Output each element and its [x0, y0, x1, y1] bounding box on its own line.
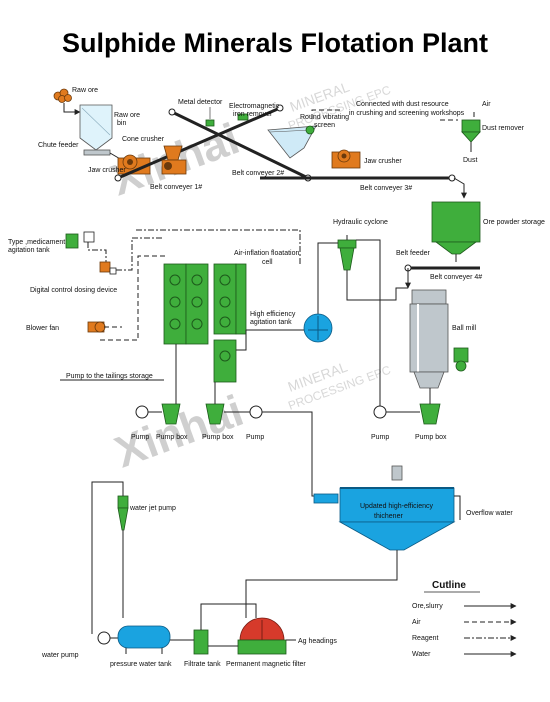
- water-jet-pump: [117, 495, 129, 531]
- watermark-brand-bottom: Xinhai: [109, 386, 250, 477]
- pump-box-3: [419, 403, 441, 425]
- legend-item-ore-slurry: Ore,slurry: [412, 603, 443, 610]
- dust-remover-label: Dust remover: [482, 125, 525, 132]
- high-efficiency-thickener: [313, 465, 456, 551]
- pump-box-1: [161, 403, 181, 425]
- filtrate-tank: [193, 622, 209, 655]
- legend: Cutline Ore,slurry Air Reagent Water: [412, 580, 517, 658]
- agitation-tank-label-1: Type ,medicament: [8, 239, 65, 246]
- diagram-title: Sulphide Minerals Flotation Plant: [62, 28, 488, 58]
- pump-2-label: Pump: [246, 434, 264, 441]
- chute-feeder-label: Chute feeder: [38, 142, 79, 149]
- flotation-cells-a: [163, 263, 209, 345]
- air-label: Air: [482, 101, 491, 108]
- iron-remover-label-2: iron remover: [233, 111, 273, 118]
- dosing-device: [99, 261, 117, 275]
- high-efficiency-agitation-tank: [303, 313, 333, 343]
- filtrate-tank-label: Filtrate tank: [184, 661, 221, 668]
- belt-conveyor-3: [260, 174, 456, 182]
- belt-conveyor-3-label: Belt conveyer 3#: [360, 185, 412, 192]
- belt-conveyor-2-label: Belt conveyer 2#: [232, 170, 284, 177]
- dust-remover: [461, 119, 481, 143]
- jaw-crusher-2-label: Jaw crusher: [364, 158, 402, 165]
- agitation-tank-label-2: agitation tank: [8, 247, 50, 254]
- blower-fan-label: Blower fan: [26, 325, 59, 332]
- pressure-water-tank-label: pressure water tank: [110, 661, 172, 668]
- dust-label: Dust: [463, 157, 477, 164]
- pump-1: [135, 405, 149, 419]
- pump-box-2: [205, 403, 225, 425]
- medicament-agitation-tank: [65, 231, 95, 249]
- dosing-device-label: Digital control dosing device: [30, 287, 117, 294]
- pressure-water-tank: [117, 625, 171, 654]
- high-eff-tank-label-1: High efficiency: [250, 311, 296, 318]
- legend-item-reagent: Reagent: [412, 635, 439, 642]
- metal-detector: [205, 119, 215, 127]
- raw-ore-label: Raw ore: [72, 87, 98, 94]
- ball-mill-label: Ball mill: [452, 325, 477, 332]
- dust-note-label-2: in crushing and screening workshops: [349, 110, 465, 117]
- high-eff-tank-label-2: agitation tank: [250, 319, 292, 326]
- legend-item-air: Air: [412, 619, 421, 626]
- belt-conveyor-1-label: Belt conveyer 1#: [150, 184, 202, 191]
- blower-fan: [87, 321, 106, 333]
- raw-ore-bin: [79, 104, 113, 151]
- jaw-crusher-2: [331, 149, 361, 169]
- legend-item-water: Water: [412, 651, 431, 658]
- round-vibrating-screen: [267, 125, 317, 159]
- tailings-pump-label: Pump to the tailings storage: [66, 373, 153, 380]
- pump-box-3-label: Pump box: [415, 434, 447, 441]
- ore-powder-storage-label: Ore powder storage: [483, 219, 545, 226]
- water-pump: [97, 631, 111, 645]
- ag-headings-label: Ag headings: [298, 638, 337, 645]
- cone-crusher: [161, 145, 187, 175]
- round-screen-label-1: Round vibrating: [300, 114, 349, 121]
- ore-powder-storage: [431, 201, 481, 255]
- pump-box-1-label: Pump box: [156, 434, 188, 441]
- iron-remover-label-1: Electromagnetic: [229, 103, 280, 110]
- hydraulic-cyclone: [337, 239, 357, 271]
- belt-conveyor-1: [114, 104, 284, 182]
- raw-ore-bin-label-1: Raw ore: [114, 112, 140, 119]
- magnetic-filter-label: Permanent magnetic filter: [226, 661, 306, 668]
- jaw-crusher-1-label: Jaw crusher: [88, 167, 126, 174]
- flotation-cell-label-1: Air-inflation floatation: [234, 250, 299, 257]
- raw-ore-bin-label-2: bin: [117, 120, 126, 127]
- flotation-cells-b: [213, 263, 247, 383]
- jaw-crusher-1: [117, 154, 151, 175]
- iron-remover: [237, 113, 249, 121]
- ball-mill: [409, 289, 469, 389]
- belt-conveyor-4: [404, 264, 480, 272]
- raw-ore-icon: [53, 88, 72, 103]
- cone-crusher-label: Cone crusher: [122, 136, 165, 143]
- pump-box-2-label: Pump box: [202, 434, 234, 441]
- permanent-magnetic-filter: [237, 617, 287, 655]
- pump-2: [249, 405, 263, 419]
- legend-title: Cutline: [432, 580, 466, 591]
- thickener-label-1: Updated high-efficiency: [360, 503, 434, 510]
- pump-3-label: Pump: [371, 434, 389, 441]
- dust-note-label-1: Connected with dust resource: [356, 101, 449, 108]
- pump-3: [373, 405, 387, 419]
- water-jet-pump-label: water jet pump: [129, 505, 176, 512]
- belt-conveyor-4-label: Belt conveyer 4#: [430, 274, 482, 281]
- pump-1-label: Pump: [131, 434, 149, 441]
- chute-feeder: [83, 149, 111, 156]
- flotation-cell-label-2: cell: [262, 259, 273, 266]
- round-screen-label-2: screen: [314, 122, 335, 129]
- water-pump-label: water pump: [41, 652, 79, 659]
- thickener-label-2: thichener: [374, 513, 403, 520]
- metal-detector-label: Metal detector: [178, 99, 223, 106]
- hydraulic-cyclone-label: Hydraulic cyclone: [333, 219, 388, 226]
- overflow-water-label: Overflow water: [466, 510, 513, 517]
- belt-feeder-label: Belt feeder: [396, 250, 431, 257]
